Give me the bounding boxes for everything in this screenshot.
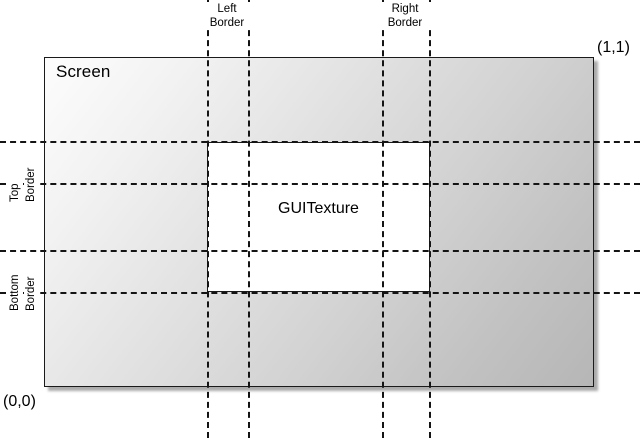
guide-hline-bottom-border-inset [0,250,640,252]
screen-label: Screen [56,62,111,81]
bottom-border-label-word2: Border [24,275,39,312]
guitexture-label: GUITexture [278,200,359,217]
guide-vline-left-border-inset [248,0,250,438]
top-border-label: Top Border [0,141,70,203]
right-border-label-line1: Right [391,3,419,15]
guide-vline-texture-left-edge [207,0,209,438]
guitexture-rect [207,142,430,292]
top-border-label-word1: Top [8,182,23,203]
left-border-label-line1: Left [217,3,237,15]
right-border-label-line2: Border [387,17,423,29]
coordinate-top-right: (1,1) [597,39,630,56]
guide-hline-top-border-inset [0,183,640,185]
bottom-border-label: Bottom Border [0,250,70,312]
left-border-label: Left Border [191,2,263,30]
bottom-border-label-word1: Bottom [8,273,23,312]
coordinate-bottom-left: (0,0) [3,393,36,410]
left-border-label-line2: Border [209,17,245,29]
guide-hline-texture-bottom-edge [0,292,640,294]
guide-vline-texture-right-edge [429,0,431,438]
guide-vline-right-border-inset [382,0,384,438]
top-border-label-word2: Border [24,166,39,203]
guide-hline-texture-top-edge [0,141,640,143]
right-border-label: Right Border [369,2,441,30]
